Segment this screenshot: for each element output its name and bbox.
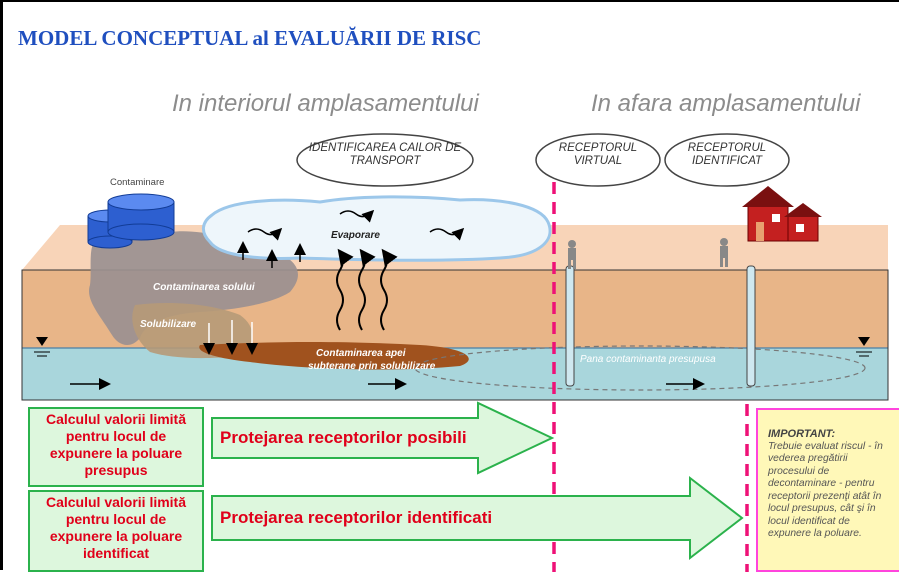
water-table-symbol-left (34, 337, 50, 357)
oval-virtual-label: RECEPTORUL VIRTUAL (558, 142, 638, 167)
important-heading: IMPORTANT: (768, 428, 836, 440)
oval-transport-label: IDENTIFICAREA CAILOR DE TRANSPORT (308, 142, 462, 167)
water-table-symbol-right (856, 337, 872, 357)
person-virtual (568, 240, 576, 269)
evaporare-label: Evaporare (331, 230, 380, 241)
arrow-protect-identified (211, 475, 744, 561)
section-outside-label: In afara amplasamentului (591, 90, 861, 117)
assumed-plume-label: Pana contaminanta presupusa (580, 354, 716, 365)
soil-contamination-label: Contaminarea solului (153, 282, 255, 293)
oval-virtual (535, 133, 661, 187)
solubilization-label: Solubilizare (140, 319, 197, 330)
calc-box-identificat: Calculul valorii limită pentru locul de … (28, 490, 204, 572)
groundwater-plume (199, 341, 469, 370)
important-text: Trebuie evaluat riscul - în vederea preg… (768, 440, 883, 540)
frame-left-border (0, 2, 3, 570)
house (742, 186, 822, 242)
oval-transport (296, 133, 474, 187)
calc-box-presupus: Calculul valorii limită pentru locul de … (28, 407, 204, 487)
groundwater-contamination-label-1: Contaminarea apei (316, 348, 406, 359)
important-note: IMPORTANT: Trebuie evaluat riscul - în v… (756, 408, 899, 572)
arrow-label-posibili: Protejarea receptorilor posibili (220, 428, 467, 447)
storage-tanks (87, 193, 175, 249)
evaporation-cloud (202, 195, 552, 262)
groundwater-contamination-label-2: subterane prin solubilizare (308, 361, 436, 372)
section-inside-label: In interiorul amplasamentului (172, 90, 479, 117)
arrow-protect-possible (211, 401, 555, 475)
assumed-plume (414, 345, 866, 391)
monitoring-well-identified (746, 265, 756, 387)
oval-identified (664, 133, 790, 187)
monitoring-well-virtual (565, 265, 575, 387)
frame-top-border (0, 0, 899, 2)
oval-identified-label: RECEPTORUL IDENTIFICAT (687, 142, 767, 167)
person-identified (720, 238, 728, 267)
page-title: MODEL CONCEPTUAL al EVALUĂRII DE RISC (18, 26, 482, 50)
contaminare-label: Contaminare (110, 177, 165, 188)
arrow-label-identificati: Protejarea receptorilor identificati (220, 508, 493, 527)
